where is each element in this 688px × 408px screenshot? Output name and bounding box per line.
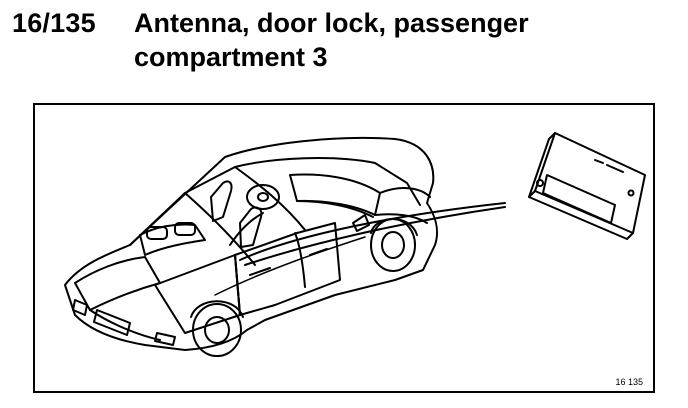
seat-passenger [239, 206, 263, 248]
antenna-module-icon [528, 132, 646, 240]
rear-wheel [192, 303, 242, 357]
section-number: 16/135 [12, 8, 96, 38]
page-header: 16/135 Antenna, door lock, passenger com… [12, 6, 676, 78]
car-roof-outline [129, 157, 421, 246]
seat-driver [210, 180, 233, 222]
side-mirror [352, 214, 370, 232]
steering-wheel [246, 184, 280, 210]
page-title: Antenna, door lock, passenger compartmen… [134, 8, 529, 72]
front-door [234, 222, 341, 316]
car-illustration-icon [64, 137, 438, 357]
rear-door [154, 254, 241, 334]
license-plate [93, 309, 131, 336]
car-windshield [289, 173, 381, 216]
trunk-lid [74, 256, 161, 311]
figure-frame: 16 135 [33, 103, 655, 393]
figure-illustration [64, 132, 646, 357]
rear-seat [139, 223, 206, 256]
figure-reference: 16 135 [615, 377, 643, 387]
leader-line-icon [214, 202, 506, 296]
